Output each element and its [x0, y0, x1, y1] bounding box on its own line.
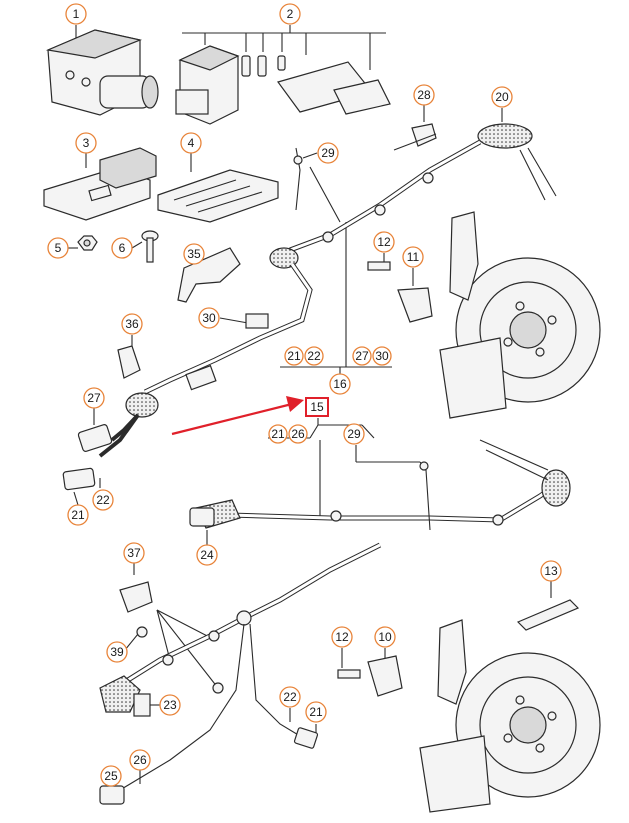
callout-24[interactable]: 24 — [196, 544, 218, 566]
cover-icon — [177, 247, 241, 303]
callout-39[interactable]: 39 — [106, 641, 128, 663]
callout-36[interactable]: 36 — [121, 313, 143, 335]
callout-29-top[interactable]: 29 — [317, 142, 339, 164]
svg-text:29: 29 — [347, 427, 361, 441]
callout-21-bottom[interactable]: 21 — [305, 701, 327, 723]
svg-text:11: 11 — [407, 250, 420, 264]
svg-text:10: 10 — [378, 630, 392, 644]
svg-text:24: 24 — [200, 548, 214, 562]
svg-text:22: 22 — [307, 349, 321, 363]
svg-text:39: 39 — [110, 645, 124, 659]
callout-16[interactable]: 16 — [329, 373, 351, 395]
callout-5[interactable]: 5 — [47, 237, 69, 259]
callout-25[interactable]: 25 — [100, 765, 122, 787]
holder-clip-icon — [393, 123, 437, 151]
svg-text:26: 26 — [291, 427, 305, 441]
svg-text:21: 21 — [71, 508, 85, 522]
svg-text:12: 12 — [335, 630, 349, 644]
callout-4[interactable]: 4 — [180, 132, 202, 154]
callout-3[interactable]: 3 — [75, 132, 97, 154]
svg-text:27: 27 — [355, 349, 369, 363]
bottom-left-harness — [99, 542, 382, 805]
svg-text:20: 20 — [495, 90, 509, 104]
svg-text:21: 21 — [271, 427, 285, 441]
svg-text:15: 15 — [310, 400, 324, 414]
callout-21-left[interactable]: 21 — [67, 504, 89, 526]
callout-20[interactable]: 20 — [491, 86, 513, 108]
svg-text:22: 22 — [283, 690, 297, 704]
svg-text:22: 22 — [96, 493, 110, 507]
grease-tube-icon — [516, 599, 580, 631]
callout-10[interactable]: 10 — [374, 626, 396, 648]
control-module-icon — [43, 147, 157, 221]
callouts: 1 2 3 4 5 6 28 20 29 12 11 35 36 30 21 2… — [47, 3, 562, 787]
callout-29-mid[interactable]: 29 — [343, 423, 365, 445]
callout-26-bottom[interactable]: 26 — [129, 749, 151, 771]
callout-27-left[interactable]: 27 — [83, 387, 105, 409]
callout-30-upper[interactable]: 30 — [372, 346, 392, 366]
control-unit-kit-icon — [175, 45, 391, 125]
svg-text:12: 12 — [377, 235, 391, 249]
callout-35[interactable]: 35 — [183, 243, 205, 265]
callout-28[interactable]: 28 — [413, 84, 435, 106]
callout-15[interactable]: 15 — [310, 400, 324, 414]
nut-icon — [77, 235, 98, 251]
svg-text:27: 27 — [87, 391, 101, 405]
svg-text:16: 16 — [333, 377, 347, 391]
lower-wheel-brake-icon — [337, 619, 601, 813]
svg-text:23: 23 — [163, 698, 177, 712]
callout-22-bottom[interactable]: 22 — [279, 686, 301, 708]
small-bracket-icon — [117, 345, 141, 379]
callout-22-upper[interactable]: 22 — [304, 346, 324, 366]
harness-holder-icon — [185, 313, 269, 391]
svg-text:36: 36 — [125, 317, 139, 331]
svg-text:26: 26 — [133, 753, 147, 767]
callout-12-top[interactable]: 12 — [373, 231, 395, 253]
svg-text:30: 30 — [375, 349, 389, 363]
callout-37[interactable]: 37 — [123, 542, 145, 564]
callout-11[interactable]: 11 — [402, 246, 424, 268]
callout-26-mid[interactable]: 26 — [288, 424, 308, 444]
callout-27-upper[interactable]: 27 — [352, 346, 372, 366]
svg-text:5: 5 — [55, 241, 62, 255]
svg-text:6: 6 — [119, 241, 126, 255]
highlight-box-15 — [305, 397, 329, 417]
callout-12-bottom[interactable]: 12 — [331, 626, 353, 648]
svg-text:3: 3 — [83, 136, 90, 150]
callout-22-left[interactable]: 22 — [92, 489, 114, 511]
svg-text:13: 13 — [544, 564, 558, 578]
callout-2[interactable]: 2 — [279, 3, 301, 25]
callout-13[interactable]: 13 — [540, 560, 562, 582]
callout-6[interactable]: 6 — [111, 237, 133, 259]
svg-text:4: 4 — [188, 136, 195, 150]
callout-21-mid[interactable]: 21 — [268, 424, 288, 444]
pointer-arrow — [171, 396, 304, 436]
callout-21-upper[interactable]: 21 — [284, 346, 304, 366]
upper-wiring-harness — [98, 139, 482, 458]
svg-text:21: 21 — [287, 349, 301, 363]
upper-left-connectors — [62, 424, 113, 491]
svg-text:21: 21 — [309, 705, 323, 719]
lower-wiring-harness — [189, 439, 571, 531]
grommet-icon — [477, 123, 557, 201]
upper-wheel-brake-icon — [367, 211, 601, 419]
svg-text:37: 37 — [127, 546, 141, 560]
svg-text:25: 25 — [104, 769, 118, 783]
screw-icon — [141, 230, 159, 263]
svg-text:29: 29 — [321, 146, 335, 160]
svg-text:28: 28 — [417, 88, 431, 102]
abs-unit-icon — [45, 29, 159, 116]
mounting-bracket-icon — [157, 169, 279, 223]
svg-text:1: 1 — [73, 7, 80, 21]
callout-1[interactable]: 1 — [65, 3, 87, 25]
svg-text:2: 2 — [287, 7, 294, 21]
svg-text:30: 30 — [202, 311, 216, 325]
svg-text:35: 35 — [187, 247, 201, 261]
callout-30-top[interactable]: 30 — [198, 307, 220, 329]
callout-23[interactable]: 23 — [159, 694, 181, 716]
